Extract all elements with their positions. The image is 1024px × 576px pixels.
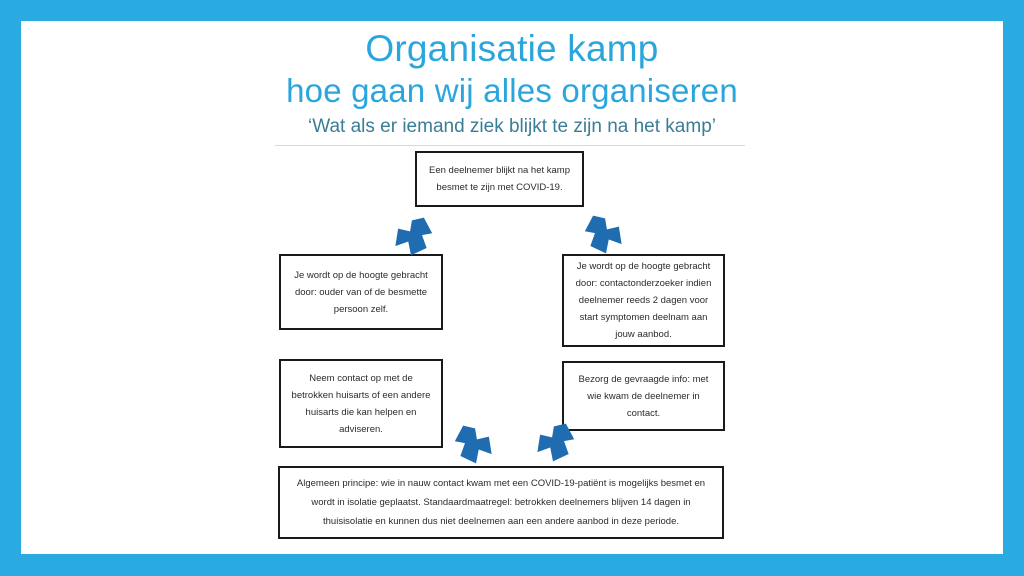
flow-box-provide-info: Bezorg de gevraagde info: met wie kwam d… (562, 361, 725, 431)
arrow-down-right-icon (583, 211, 629, 257)
arrow-down-left-icon (388, 213, 434, 259)
title-block: Organisatie kamp hoe gaan wij alles orga… (21, 21, 1003, 140)
flow-box-provide-info-text: Bezorg de gevraagde info: met wie kwam d… (578, 373, 709, 419)
flow-box-notified-by-parent-text: Je wordt op de hoogte gebracht door: oud… (294, 269, 428, 315)
flow-box-notified-by-parent: Je wordt op de hoogte gebracht door: oud… (279, 254, 443, 330)
header-divider (275, 145, 745, 146)
page-subtitle: ‘Wat als er iemand ziek blijkt te zijn n… (308, 116, 716, 137)
page-title-line-2: hoe gaan wij alles organiseren (286, 72, 738, 109)
flow-box-contact-doctor: Neem contact op met de betrokken huisart… (279, 359, 443, 448)
flow-box-notified-by-contact-tracer: Je wordt op de hoogte gebracht door: con… (562, 254, 725, 347)
flow-box-incident: Een deelnemer blijkt na het kamp besmet … (415, 151, 584, 207)
flow-box-general-principle: Algemeen principe: wie in nauw contact k… (278, 466, 724, 539)
flow-box-general-principle-text: Algemeen principe: wie in nauw contact k… (296, 478, 706, 527)
page-title-line-1: Organisatie kamp (365, 28, 659, 69)
flow-box-notified-by-contact-tracer-text: Je wordt op de hoogte gebracht door: con… (575, 261, 712, 340)
arrow-down-left-icon-2 (530, 419, 576, 465)
flow-box-incident-text: Een deelnemer blijkt na het kamp besmet … (429, 165, 570, 193)
slide-canvas: Organisatie kamp hoe gaan wij alles orga… (21, 21, 1003, 554)
flow-box-contact-doctor-text: Neem contact op met de betrokken huisart… (291, 372, 431, 435)
arrow-down-right-icon-2 (453, 421, 499, 467)
